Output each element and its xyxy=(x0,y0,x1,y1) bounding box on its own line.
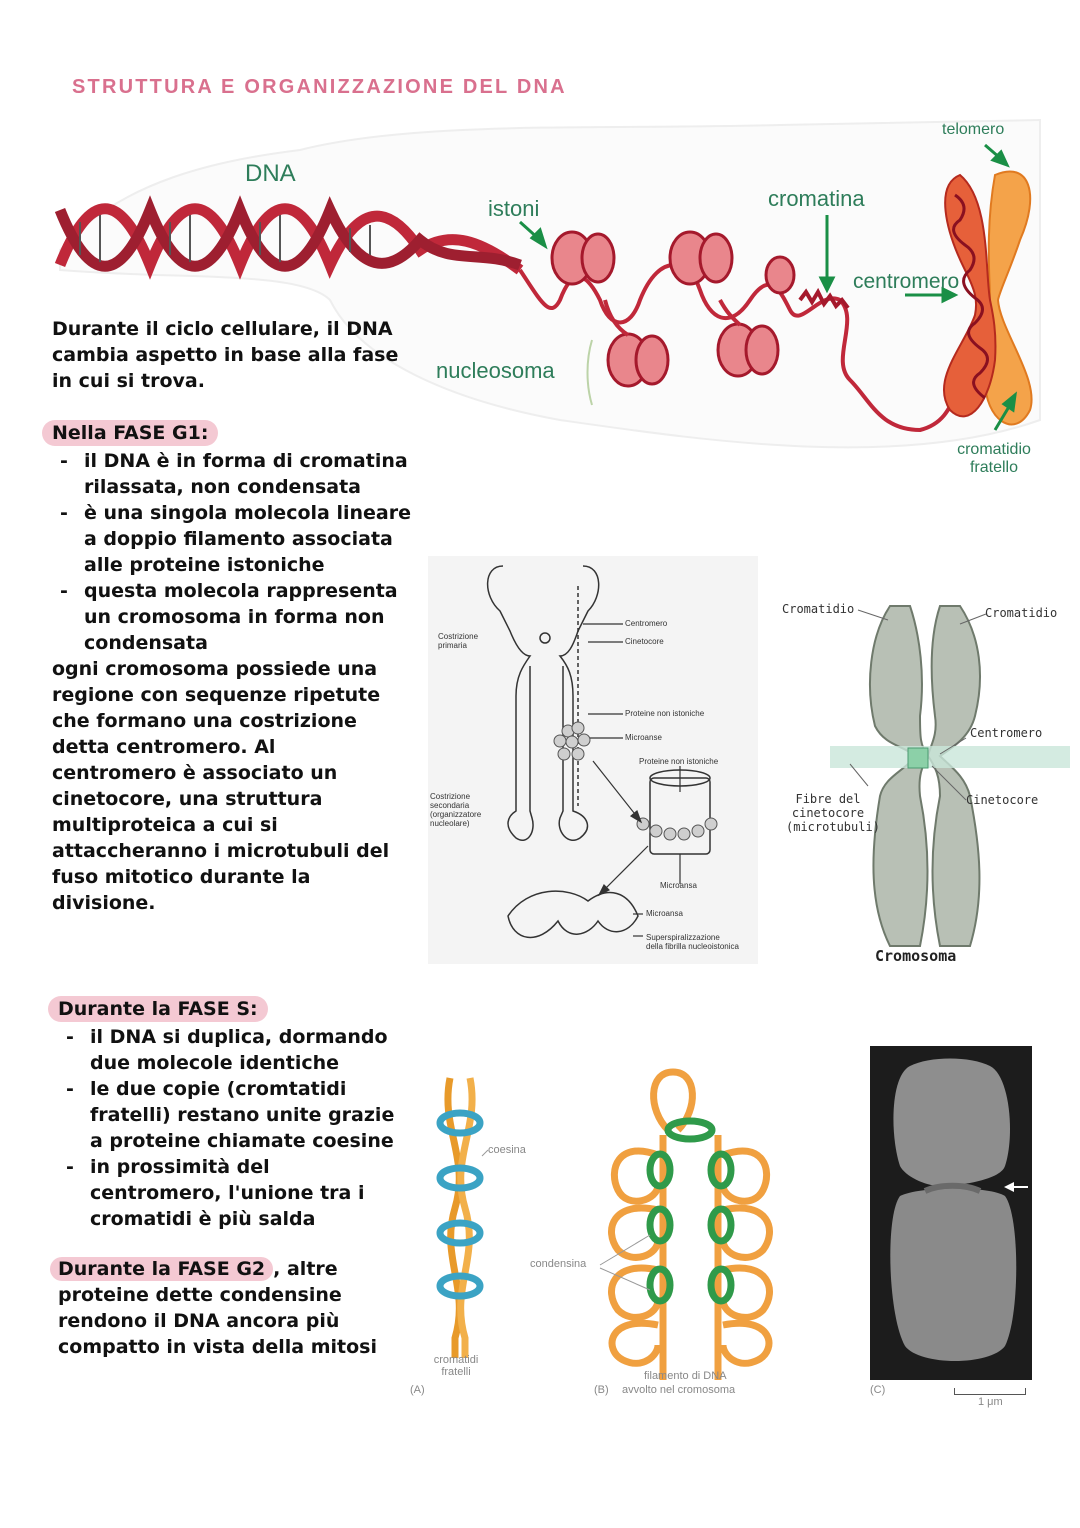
list-item: le due copie (cromtatidi fratelli) resta… xyxy=(58,1076,398,1154)
istoni-label: istoni xyxy=(488,196,540,221)
s-phase-section: Durante la FASE S: il DNA si duplica, do… xyxy=(48,996,398,1232)
s-phase-heading: Durante la FASE S: xyxy=(48,996,268,1022)
g2-text: , altre proteine dette condensine rendon… xyxy=(58,1258,377,1358)
chromosome-kinetochore-figure: Cromatidio Cromatidio Centromero Fibre d… xyxy=(780,596,1070,976)
label-arrows xyxy=(518,143,1017,431)
proteine-label-2: Proteine non istoniche xyxy=(639,757,719,766)
centromero-label: Centromero xyxy=(970,726,1043,740)
cromatina-label: cromatina xyxy=(768,186,865,211)
s-phase-bullet-list: il DNA si duplica, dormando due molecole… xyxy=(58,1024,398,1232)
cinetocore-label: Cinetocore xyxy=(966,793,1039,807)
microansa-label-2: Microansa xyxy=(646,909,683,918)
condensina-label: condensina xyxy=(530,1258,587,1270)
g1-heading: Nella FASE G1: xyxy=(42,420,219,446)
micrograph-image xyxy=(870,1046,1032,1380)
nucleosoma-label: nucleosoma xyxy=(436,358,555,383)
chromosome-x xyxy=(943,170,1033,426)
dna-label: DNA xyxy=(245,160,296,187)
g1-section: Nella FASE G1: il DNA è in forma di crom… xyxy=(42,420,422,916)
list-item: questa molecola rappresenta un cromosoma… xyxy=(52,578,422,656)
g1-paragraph: ogni cromosoma possiede una regione con … xyxy=(52,658,390,914)
g2-section: Durante la FASE G2, altre proteine dette… xyxy=(50,1256,388,1360)
avvolto-label: avvolto nel cromosoma xyxy=(622,1384,736,1396)
coesina-label: coesina xyxy=(488,1144,526,1156)
cromatidio-right-label: Cromatidio xyxy=(985,606,1058,620)
list-item: il DNA si duplica, dormando due molecole… xyxy=(58,1024,398,1076)
list-item: il DNA è in forma di cromatina rilassata… xyxy=(52,448,422,500)
figure-c-micrograph: (C) 1 μm xyxy=(866,1044,1036,1414)
filamento-label: filamento di DNA xyxy=(644,1370,727,1382)
cohesin-svg xyxy=(436,1077,489,1358)
cromatidio-left-label: Cromatidio xyxy=(782,602,855,616)
chromosome-structure-svg xyxy=(486,565,718,938)
cinetocore-label: Cinetocore xyxy=(625,637,664,646)
chromatin-diagram-svg xyxy=(54,118,1041,449)
intro-text: Durante il ciclo cellulare, il DNA cambi… xyxy=(52,318,399,392)
proteine-label: Proteine non istoniche xyxy=(625,709,705,718)
telomero-label: telomero xyxy=(942,121,1005,138)
centromero-label: Centromero xyxy=(625,619,668,628)
dna-double-helix xyxy=(54,195,524,280)
microansa-label: Microansa xyxy=(660,881,697,890)
microanse-label: Microanse xyxy=(625,733,662,742)
condensin-svg xyxy=(599,1068,773,1380)
g1-bullet-list: il DNA è in forma di cromatina rilassata… xyxy=(52,448,422,656)
kinetochore-svg xyxy=(830,605,1070,947)
centromero-label: centromero xyxy=(853,270,960,293)
figure-b-label: (B) xyxy=(594,1384,609,1396)
list-item: in prossimità del centromero, l'unione t… xyxy=(58,1154,398,1232)
list-item: è una singola molecola lineare a doppio … xyxy=(52,500,422,578)
g2-heading: Durante la FASE G2 xyxy=(50,1257,274,1281)
page-title: STRUTTURA E ORGANIZZAZIONE DEL DNA xyxy=(72,76,567,98)
scale-bar xyxy=(954,1388,1026,1395)
figure-a-label: (A) xyxy=(410,1384,425,1396)
scale-label: 1 μm xyxy=(978,1396,1003,1408)
figure-c-label: (C) xyxy=(870,1384,886,1396)
figure-b-condensin: condensina filamento di DNA avvolto nel … xyxy=(528,1060,788,1400)
nucleosome-beads xyxy=(550,230,796,388)
cromosoma-caption: Cromosoma xyxy=(875,947,957,965)
